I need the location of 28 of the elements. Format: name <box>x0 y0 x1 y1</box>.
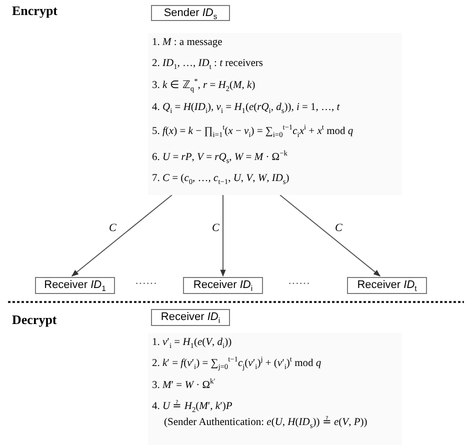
step-text: 1. M : a message <box>152 36 222 49</box>
ellipsis-dots: ······ <box>288 278 310 290</box>
arrow <box>71 194 172 276</box>
edge-label: C <box>334 222 344 234</box>
step-text: 2. k′ = f(v′$_{i}$) = ∑$_{j=0}$$^{t−1}$c$_{j}$(v′$_{i}$)$^{j}$ + (v′$_{i}$)$^{t}$ mod q <box>152 357 322 370</box>
section-heading: Encrypt <box>12 3 58 19</box>
arrow <box>220 194 226 277</box>
entity-box: Receiver ID$_{i}$ <box>183 277 263 294</box>
step-text: 4. Q$_{i}$ = H(ID$_{i}$), v$_{i}$ = H$_{1}$(e(rQ$_{i}$, d$_{s}$)), i = 1, …, t <box>152 101 340 114</box>
step-text: (Sender Authentication: e(U, H(ID$_{s}$)) ≟ e(V, P)) <box>164 416 368 429</box>
entity-box: Sender ID$_{s}$ <box>151 5 230 21</box>
step-panel <box>148 33 402 195</box>
step-text: 2. ID$_{1}$, …, ID$_{t}$ : t receivers <box>152 57 264 70</box>
step-text: 4. U ≟ H$_{2}$(M′, k′)P <box>152 400 232 413</box>
ellipsis-dots: ······ <box>135 278 157 290</box>
section-heading: Decrypt <box>12 312 57 328</box>
entity-box: Receiver ID$_{1}$ <box>35 277 115 294</box>
step-text: 3. M′ = W · Ω$^{k′}$ <box>152 379 216 392</box>
entity-box: Receiver ID$_{i}$ <box>151 309 230 326</box>
step-text: 6. U = rP, V = rQ$_{s}$, W = M · Ω$^{−k}$ <box>152 151 288 164</box>
edge-label: C <box>211 222 220 234</box>
entity-box: Receiver ID$_{t}$ <box>347 277 427 294</box>
arrow <box>280 194 381 276</box>
step-text: 5. f(x) = k − ∏$_{i=1}$$^{t}$(x − v$_{i}$) = ∑$_{i=0}$$^{t−1}$c$_{i}$x$^{i}$ + x$^{t}$ mod q <box>152 125 354 138</box>
step-text: 7. C = (c$_{0}$, …, c$_{t−1}$, U, V, W, ID$_{s}$) <box>152 172 290 185</box>
step-text: 1. v′$_{i}$ = H$_{1}$(e(V, d$_{i}$)) <box>152 336 232 349</box>
edge-label: C <box>108 222 118 234</box>
step-text: 3. k ∈ ℤ$_{q}$$^{*}$, r = H$_{2}$(M, k) <box>152 79 256 92</box>
